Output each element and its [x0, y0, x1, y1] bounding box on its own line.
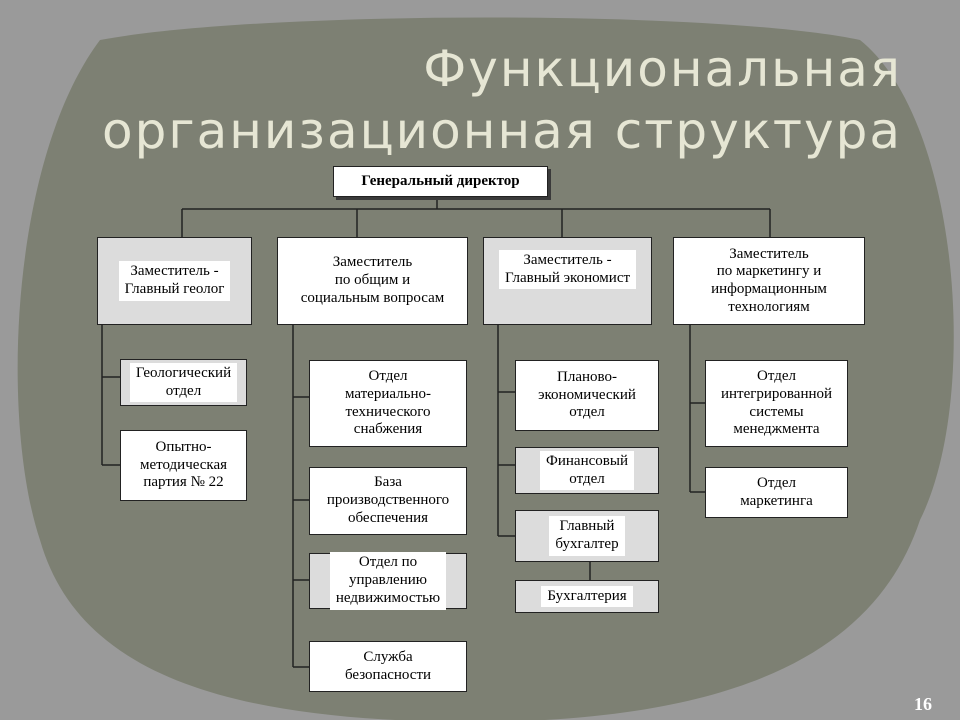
page-number: 16 [914, 694, 932, 714]
experimental-party-box: Опытно- методическая партия № 22 [120, 430, 247, 501]
deputy-chief-economist-box: Заместитель - Главный экономист [483, 237, 652, 325]
deputy-general-affairs-box: Заместитель по общим и социальным вопрос… [277, 237, 468, 325]
page-title-line-1: Функциональная [423, 40, 902, 98]
chief-accountant-label: Главный бухгалтер [549, 516, 625, 556]
deputy-chief-geologist-label: Заместитель - Главный геолог [118, 261, 231, 301]
geological-department-label: Геологический отдел [129, 362, 238, 403]
security-service-label: Служба безопасности [344, 648, 432, 683]
planning-economic-department-label: Планово- экономический отдел [538, 368, 636, 421]
accounting-label: Бухгалтерия [541, 585, 633, 608]
marketing-department-box: Отдел маркетинга [705, 467, 848, 518]
deputy-marketing-it-box: Заместитель по маркетингу и информационн… [673, 237, 865, 325]
financial-department-label: Финансовый отдел [540, 450, 634, 491]
page-title-line-2: организационная структура [102, 102, 902, 160]
real-estate-department-box: Отдел по управлению недвижимостью [309, 552, 467, 610]
deputy-marketing-it-label: Заместитель по маркетингу и информационн… [711, 245, 827, 315]
deputy-general-affairs-label: Заместитель по общим и социальным вопрос… [300, 254, 445, 306]
general-director-box: Генеральный директор [333, 166, 548, 197]
geological-department-box: Геологический отдел [120, 359, 247, 406]
marketing-department-label: Отдел маркетинга [740, 474, 813, 509]
security-service-box: Служба безопасности [309, 641, 467, 692]
deputy-chief-economist-label: Заместитель - Главный экономист [498, 250, 637, 290]
production-support-base-label: База производственного обеспечения [326, 474, 450, 526]
accounting-box: Бухгалтерия [515, 580, 659, 613]
material-supply-department-box: Отдел материально- технического снабжени… [309, 360, 467, 447]
deputy-chief-geologist-box: Заместитель - Главный геолог [97, 237, 252, 325]
integrated-management-system-box: Отдел интегрированной системы менеджмент… [705, 360, 848, 447]
real-estate-department-label: Отдел по управлению недвижимостью [329, 552, 447, 610]
integrated-management-system-label: Отдел интегрированной системы менеджмент… [720, 368, 833, 438]
general-director-label: Генеральный директор [361, 172, 520, 189]
planning-economic-department-box: Планово- экономический отдел [515, 360, 659, 431]
experimental-party-label: Опытно- методическая партия № 22 [139, 438, 228, 491]
chief-accountant-box: Главный бухгалтер [515, 510, 659, 562]
financial-department-box: Финансовый отдел [515, 447, 659, 494]
material-supply-department-label: Отдел материально- технического снабжени… [344, 368, 432, 438]
production-support-base-box: База производственного обеспечения [309, 467, 467, 535]
